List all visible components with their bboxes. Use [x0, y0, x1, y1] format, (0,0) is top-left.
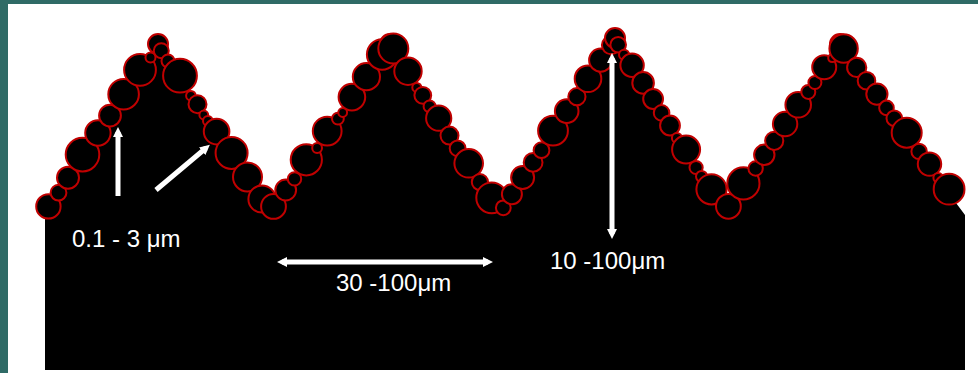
dimension-label: 30 -100μm — [336, 270, 451, 296]
arrow — [156, 148, 206, 190]
particle — [672, 136, 700, 164]
frame-band — [0, 0, 8, 373]
particle-circles — [36, 28, 964, 219]
frame-band — [0, 0, 978, 4]
arrow — [610, 58, 615, 234]
dimension-arrows — [118, 58, 612, 262]
dimension-label: 10 -100μm — [550, 248, 665, 274]
particle — [394, 57, 421, 84]
particle — [163, 59, 197, 93]
particle — [934, 174, 965, 205]
arrow — [116, 132, 121, 196]
dimension-label: 0.1 - 3 μm — [72, 226, 181, 252]
arrow — [282, 260, 488, 265]
peak-profile — [45, 42, 965, 370]
